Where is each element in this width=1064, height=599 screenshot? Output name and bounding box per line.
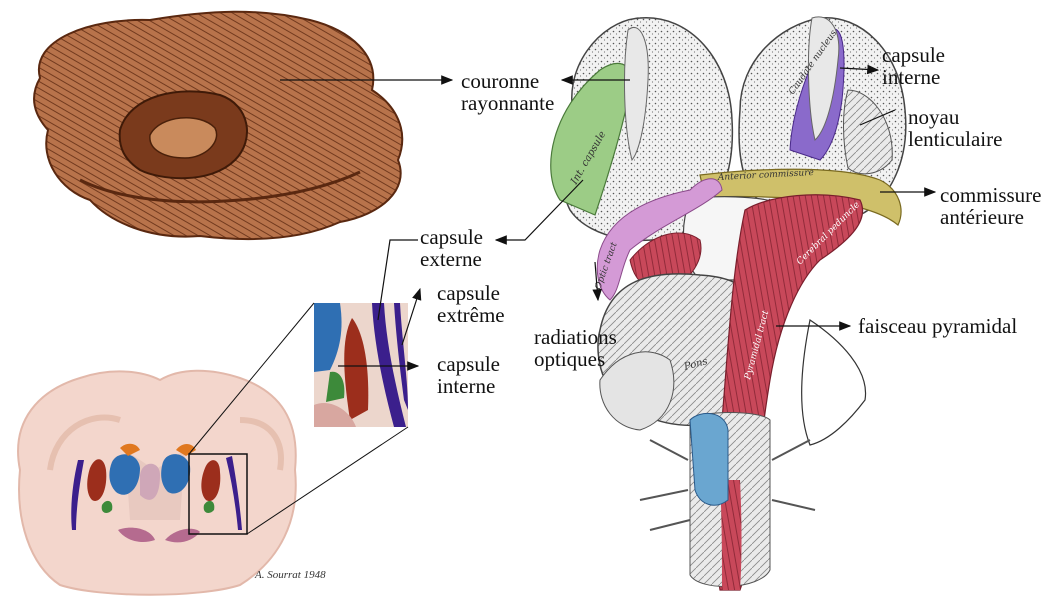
- label-faisceau-pyramidal: faisceau pyramidal: [858, 315, 1017, 337]
- label-capsule-interne-inset: capsule interne: [437, 353, 500, 397]
- label-capsule-externe: capsule externe: [420, 226, 483, 270]
- label-couronne-rayonnante: couronne rayonnante: [461, 70, 554, 114]
- label-radiations-optiques: radiations optiques: [534, 326, 617, 370]
- zoom-inset: [314, 303, 408, 427]
- label-capsule-interne-top: capsule interne: [882, 44, 945, 88]
- label-capsule-extreme: capsule extrême: [437, 282, 505, 326]
- label-commissure-anterieure: commissure antérieure: [940, 184, 1041, 228]
- coronal-section: [18, 371, 296, 595]
- label-noyau-lenticulaire: noyau lenticulaire: [908, 106, 1002, 150]
- brainstem-engraving: Int. capsule Caudate nucleus Anterior co…: [551, 17, 906, 590]
- signature: A. Sourrat 1948: [254, 569, 326, 581]
- dissected-brain-photo: [34, 12, 402, 239]
